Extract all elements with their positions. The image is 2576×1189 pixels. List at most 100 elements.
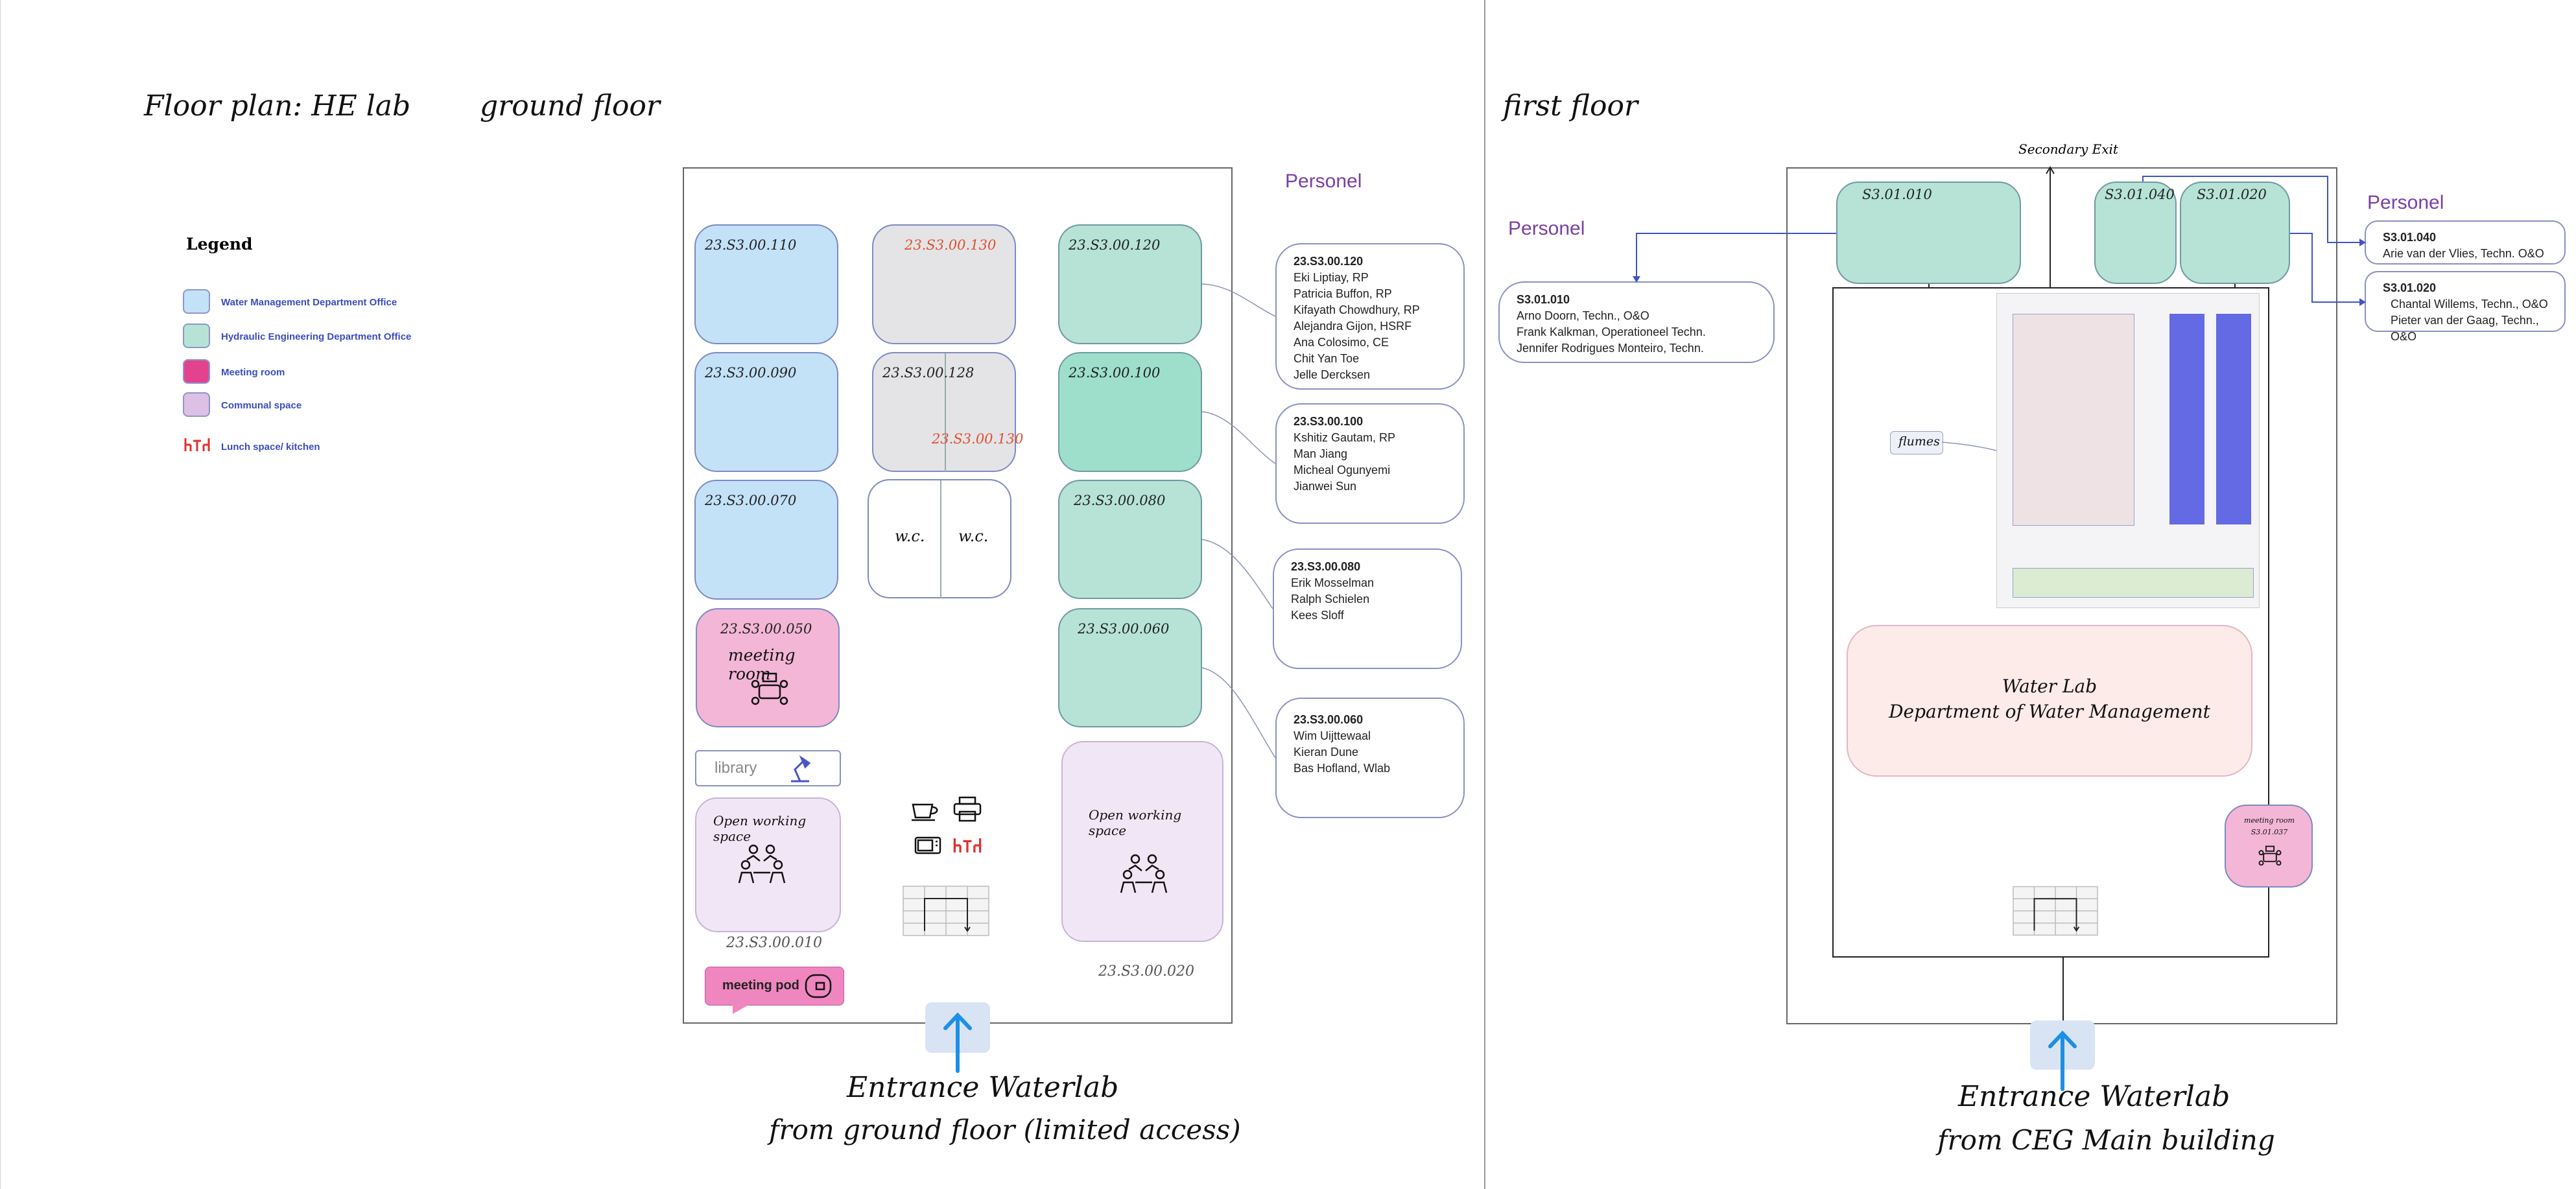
personel-card-id: S3.01.020: [2383, 281, 2437, 294]
room-label: 23.S3.00.080: [1074, 493, 1166, 508]
room-label-secondary: 23.S3.00.130: [932, 431, 1024, 447]
personel-card-23-s3-00-100: 23.S3.00.100 Kshitiz Gautam, RP Man Jian…: [1275, 403, 1465, 524]
room-label: S3.01.020: [2197, 187, 2267, 202]
personel-card-23-s3-00-120: 23.S3.00.120 Eki Liptiay, RP Patricia Bu…: [1275, 243, 1465, 390]
flume-channel-1: [2169, 314, 2204, 524]
legend-title: Legend: [186, 235, 253, 253]
left-edge: [0, 0, 1, 1189]
open-working-space-right[interactable]: Open working space: [1061, 741, 1223, 942]
room-23-s3-00-060[interactable]: 23.S3.00.060: [1058, 608, 1202, 727]
pod-chair-icon: [805, 974, 832, 998]
room-23-s3-00-120[interactable]: 23.S3.00.120: [1058, 224, 1202, 344]
personel-card-id: 23.S3.00.100: [1294, 415, 1364, 428]
room-23-s3-00-080[interactable]: 23.S3.00.080: [1058, 480, 1202, 599]
legend-swatch-hydraulic: [183, 324, 210, 348]
personel-name: Bas Hofland, Wlab: [1294, 762, 1391, 775]
secondary-exit-label: Secondary Exit: [2018, 141, 2118, 157]
legend-label-hydraulic: Hydraulic Engineering Department Office: [221, 331, 412, 342]
meeting-room-s3-01-037[interactable]: meeting room S3.01.037: [2225, 805, 2313, 888]
entrance-first-line1: Entrance Waterlab: [1958, 1080, 2230, 1113]
open-working-label: Open working space: [1089, 807, 1182, 838]
personel-name: Wim Uijttewaal: [1294, 729, 1371, 742]
room-s3-01-020[interactable]: S3.01.020: [2180, 182, 2290, 284]
personel-card-id: 23.S3.00.080: [1291, 560, 1361, 573]
room-label: S3.01.040: [2105, 187, 2175, 202]
meeting-small-label: meeting room: [2244, 816, 2295, 825]
printer-icon: [953, 796, 982, 822]
legend-swatch-meeting: [183, 359, 210, 384]
personel-name: Kshitiz Gautam, RP: [1294, 431, 1396, 444]
wc-label-left: w.c.: [895, 527, 925, 545]
library-input[interactable]: library: [695, 750, 841, 786]
stairs-icon: [903, 886, 989, 936]
legend-label-meeting: Meeting room: [221, 367, 285, 378]
personel-name: Jianwei Sun: [1294, 480, 1357, 493]
wc-label-right: w.c.: [958, 527, 989, 545]
personel-name: Pieter van der Gaag, Techn., O&O: [2391, 314, 2539, 343]
personel-name: Arno Doorn, Techn., O&O: [1517, 309, 1649, 322]
personel-name: Chit Yan Toe: [1294, 352, 1360, 365]
legend-label-communal: Communal space: [221, 400, 302, 411]
room-s3-01-040[interactable]: S3.01.040: [2094, 182, 2177, 284]
legend-label-lunch: Lunch space/ kitchen: [221, 441, 320, 453]
water-lab-department: Department of Water Management: [1889, 701, 2210, 722]
legend-swatch-water: [183, 289, 210, 314]
first-personel-title-left: Personel: [1508, 218, 1585, 239]
room-label: 23.S3.00.120: [1069, 237, 1161, 253]
ground-personel-title: Personel: [1285, 171, 1362, 192]
room-label: 23.S3.00.090: [705, 365, 797, 381]
personel-card-id: 23.S3.00.120: [1294, 255, 1364, 268]
room-s3-01-010[interactable]: S3.01.010: [1836, 182, 2021, 284]
personel-name: Chantal Willems, Techn., O&O: [2391, 298, 2548, 311]
room-23-s3-00-100[interactable]: 23.S3.00.100: [1058, 352, 1202, 472]
group-work-icon: [738, 844, 786, 884]
meeting-pod-tail: [733, 1004, 751, 1014]
room-23-s3-00-090[interactable]: 23.S3.00.090: [694, 352, 838, 472]
meeting-pod-label: meeting pod: [722, 978, 799, 993]
first-personel-title-right: Personel: [2367, 192, 2444, 213]
room-label: 23.S3.00.128: [882, 365, 975, 381]
room-23-s3-00-110[interactable]: 23.S3.00.110: [694, 224, 838, 344]
personel-card-id: S3.01.010: [1517, 293, 1570, 306]
stairs-icon: [2013, 886, 2098, 936]
group-work-icon: [1120, 854, 1168, 893]
room-23-s3-00-070[interactable]: 23.S3.00.070: [694, 480, 838, 600]
up-arrow-icon: [943, 1012, 972, 1073]
personel-card-23-s3-00-060: 23.S3.00.060 Wim Uijttewaal Kieran Dune …: [1275, 698, 1465, 818]
room-23-s3-00-050[interactable]: 23.S3.00.050 meeting room: [696, 608, 840, 727]
open-working-space-left[interactable]: Open working space: [695, 797, 841, 932]
personel-name: Jennifer Rodrigues Monteiro, Techn.: [1517, 342, 1704, 355]
personel-name: Jelle Dercksen: [1294, 368, 1371, 381]
up-arrow-icon: [2048, 1030, 2077, 1091]
flumes-tag[interactable]: flumes: [1890, 431, 1943, 454]
personel-card-s3-01-040: S3.01.040 Arie van der Vlies, Techn. O&O: [2365, 220, 2566, 265]
meeting-small-id: S3.01.037: [2251, 828, 2288, 836]
personel-name: Kieran Dune: [1294, 746, 1359, 759]
personel-name: Patricia Buffon, RP: [1294, 287, 1392, 300]
personel-name: Eki Liptiay, RP: [1294, 271, 1369, 284]
legend-label-water: Water Management Department Office: [221, 297, 397, 308]
library-label: library: [715, 759, 757, 777]
wc-block[interactable]: w.c. w.c.: [868, 479, 1011, 598]
first-floor-title: first floor: [1503, 89, 1638, 123]
personel-name: Frank Kalkman, Operationeel Techn.: [1517, 325, 1706, 338]
room-label: 23.S3.00.130: [904, 237, 997, 253]
lunch-table-icon: [184, 438, 210, 451]
meeting-pod[interactable]: meeting pod: [705, 967, 844, 1006]
room-label: 23.S3.00.070: [705, 493, 797, 508]
room-23-s3-00-130[interactable]: 23.S3.00.130: [872, 224, 1016, 344]
water-lab-area[interactable]: Water Lab Department of Water Management: [1847, 625, 2252, 777]
floor-divider: [1484, 0, 1485, 1189]
room-label: S3.01.010: [1862, 187, 1932, 202]
open-working-label: Open working space: [713, 813, 807, 844]
personel-card-23-s3-00-080: 23.S3.00.080 Erik Mosselman Ralph Schiel…: [1273, 548, 1462, 669]
room-23-s3-00-128[interactable]: 23.S3.00.128 23.S3.00.130: [872, 352, 1023, 472]
lunch-table-icon: [953, 838, 982, 853]
room-label: 23.S3.00.110: [705, 237, 797, 253]
ground-floor-title: ground floor: [480, 89, 660, 123]
personel-name: Arie van der Vlies, Techn. O&O: [2383, 247, 2544, 260]
personel-name: Kifayath Chowdhury, RP: [1294, 303, 1420, 316]
personel-name: Erik Mosselman: [1291, 576, 1375, 589]
meeting-table-icon: [751, 672, 788, 705]
personel-name: Ralph Schielen: [1291, 593, 1370, 606]
